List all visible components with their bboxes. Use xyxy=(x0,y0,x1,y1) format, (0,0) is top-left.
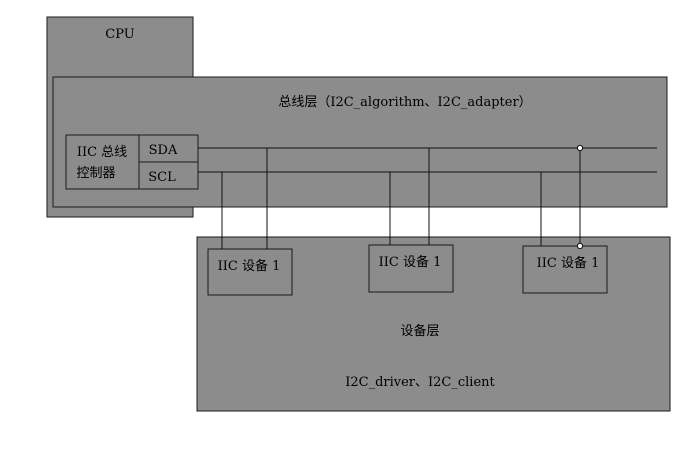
iic-controller-box xyxy=(65,134,140,190)
controller-label-line1: IIC 总线 xyxy=(77,145,127,160)
iic-device-label-2: IIC 设备 1 xyxy=(379,254,442,270)
scl-port-box xyxy=(138,161,199,190)
iic-device-label-1: IIC 设备 1 xyxy=(218,258,281,274)
controller-label-line2: 控制器 xyxy=(76,166,115,181)
sda-junction-node xyxy=(576,144,584,152)
scl-port-label: SCL xyxy=(148,170,176,185)
device-layer-label: 设备层 xyxy=(400,323,439,339)
iic-device-label-3: IIC 设备 1 xyxy=(537,255,600,271)
iic-device-box-3 xyxy=(522,245,608,294)
cpu-label: CPU xyxy=(105,27,134,42)
device-layer-sublabel: I2C_driver、I2C_client xyxy=(345,375,495,390)
iic-device-box-1 xyxy=(207,248,293,296)
iic-device-box-2 xyxy=(368,244,454,293)
bus-layer-label: 总线层（I2C_algorithm、I2C_adapter） xyxy=(278,95,531,110)
device-3-sda-node xyxy=(576,242,584,250)
sda-port-label: SDA xyxy=(149,143,178,158)
